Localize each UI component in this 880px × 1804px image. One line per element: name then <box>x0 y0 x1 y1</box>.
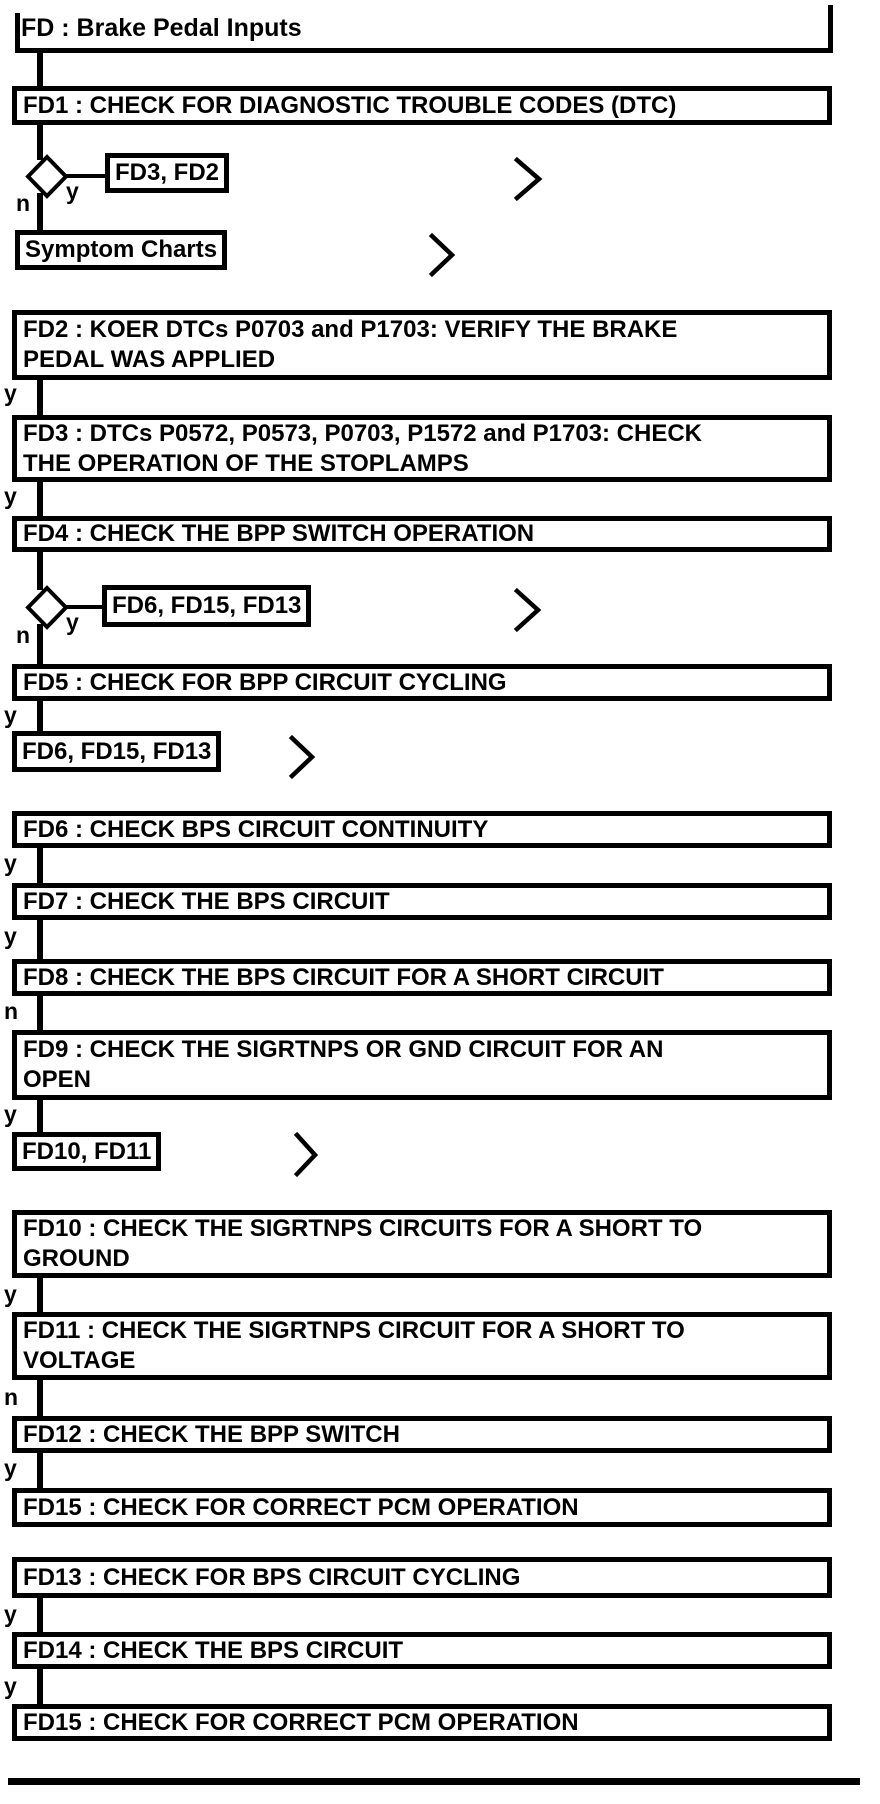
flowchart-title: FD : Brake Pedal Inputs <box>21 14 302 42</box>
branch-label-yes-fd7: y <box>4 923 17 949</box>
reference-box-fd6-fd15-fd13-branch[interactable]: FD6, FD15, FD13 <box>102 585 312 627</box>
flow-step-fd14[interactable]: FD14 : CHECK THE BPS CIRCUIT <box>12 1632 832 1669</box>
flow-step-fd2[interactable]: FD2 : KOER DTCs P0703 and P1703: VERIFY … <box>12 310 832 380</box>
decision-diamond-fd1 <box>25 154 69 199</box>
continue-chevron-icon-fd3-fd2 <box>513 156 543 202</box>
flow-step-fd10[interactable]: FD10 : CHECK THE SIGRTNPS CIRCUITS FOR A… <box>12 1210 832 1278</box>
branch-label-no-diamond2: n <box>16 622 31 648</box>
branch-label-yes-fd10: y <box>4 1281 17 1307</box>
reference-box-fd3-fd2[interactable]: FD3, FD2 <box>105 153 230 193</box>
flow-step-fd7[interactable]: FD7 : CHECK THE BPS CIRCUIT <box>12 883 832 920</box>
flow-step-fd15-first[interactable]: FD15 : CHECK FOR CORRECT PCM OPERATION <box>12 1488 832 1527</box>
connector-fd5-ref <box>37 701 43 733</box>
branch-label-yes-diamond1: y <box>66 178 79 204</box>
connector-title-fd1 <box>37 53 43 87</box>
branch-label-yes-fd5: y <box>4 702 17 728</box>
branch-label-yes-fd12: y <box>4 1455 17 1481</box>
connector-diamond1-symptom <box>37 193 43 232</box>
flow-step-fd9[interactable]: FD9 : CHECK THE SIGRTNPS OR GND CIRCUIT … <box>12 1030 832 1100</box>
flow-step-fd1[interactable]: FD1 : CHECK FOR DIAGNOSTIC TROUBLE CODES… <box>12 86 832 125</box>
connector-fd9-ref <box>37 1100 43 1134</box>
connector-diamond2-fd5 <box>37 624 43 666</box>
connector-fd12-fd15 <box>37 1453 43 1489</box>
continue-chevron-icon-fd6-fd15-fd13-branch <box>513 587 542 633</box>
reference-box-fd6-fd15-fd13[interactable]: FD6, FD15, FD13 <box>12 731 222 772</box>
flow-step-fd6[interactable]: FD6 : CHECK BPS CIRCUIT CONTINUITY <box>12 811 832 848</box>
branch-label-yes-diamond2: y <box>66 609 79 635</box>
branch-label-yes-fd9: y <box>4 1101 17 1127</box>
connector-fd1-diamond1 <box>37 125 43 160</box>
flow-step-fd5[interactable]: FD5 : CHECK FOR BPP CIRCUIT CYCLING <box>12 664 832 701</box>
branch-label-yes-fd14: y <box>4 1673 17 1699</box>
branch-label-yes-fd2: y <box>4 380 17 406</box>
flow-step-fd3[interactable]: FD3 : DTCs P0572, P0573, P0703, P1572 an… <box>12 415 832 482</box>
decision-diamond-fd4 <box>25 585 69 630</box>
diamond2-yes-branch-line <box>62 605 104 609</box>
branch-label-yes-fd6: y <box>4 850 17 876</box>
flow-step-fd15-second[interactable]: FD15 : CHECK FOR CORRECT PCM OPERATION <box>12 1704 832 1741</box>
flow-step-fd12[interactable]: FD12 : CHECK THE BPP SWITCH <box>12 1416 832 1453</box>
connector-fd6-fd7 <box>37 848 43 884</box>
connector-fd8-fd9 <box>37 996 43 1032</box>
flow-step-fd8[interactable]: FD8 : CHECK THE BPS CIRCUIT FOR A SHORT … <box>12 959 832 996</box>
continue-chevron-icon-fd10-fd11 <box>293 1131 319 1178</box>
connector-fd13-fd14 <box>37 1598 43 1634</box>
connector-fd11-fd12 <box>37 1380 43 1418</box>
flow-step-fd4[interactable]: FD4 : CHECK THE BPP SWITCH OPERATION <box>12 516 832 552</box>
branch-label-no-fd11: n <box>4 1384 19 1410</box>
connector-fd7-fd8 <box>37 920 43 960</box>
bottom-rule <box>8 1778 860 1785</box>
connector-fd10-fd11 <box>37 1278 43 1313</box>
branch-label-yes-fd3: y <box>4 483 17 509</box>
connector-fd3-fd4 <box>37 482 43 518</box>
continue-chevron-icon-symptom-charts <box>428 232 456 278</box>
reference-box-symptom-charts[interactable]: Symptom Charts <box>15 230 228 270</box>
branch-label-no-fd8: n <box>4 998 19 1024</box>
reference-box-fd10-fd11[interactable]: FD10, FD11 <box>12 1132 162 1171</box>
title-bracket-right-tick <box>828 5 833 53</box>
title-underline <box>15 48 833 53</box>
connector-fd4-diamond2 <box>37 552 43 590</box>
flow-step-fd13[interactable]: FD13 : CHECK FOR BPS CIRCUIT CYCLING <box>12 1557 832 1598</box>
connector-fd2-fd3 <box>37 380 43 417</box>
flow-step-fd11[interactable]: FD11 : CHECK THE SIGRTNPS CIRCUIT FOR A … <box>12 1312 832 1380</box>
diamond1-yes-branch-line <box>62 174 107 178</box>
branch-label-yes-fd13: y <box>4 1601 17 1627</box>
connector-fd14-fd15 <box>37 1669 43 1706</box>
title-bracket-left-tick <box>15 13 20 53</box>
continue-chevron-icon-fd6-fd15-fd13 <box>288 734 316 780</box>
branch-label-no-diamond1: n <box>16 190 31 216</box>
